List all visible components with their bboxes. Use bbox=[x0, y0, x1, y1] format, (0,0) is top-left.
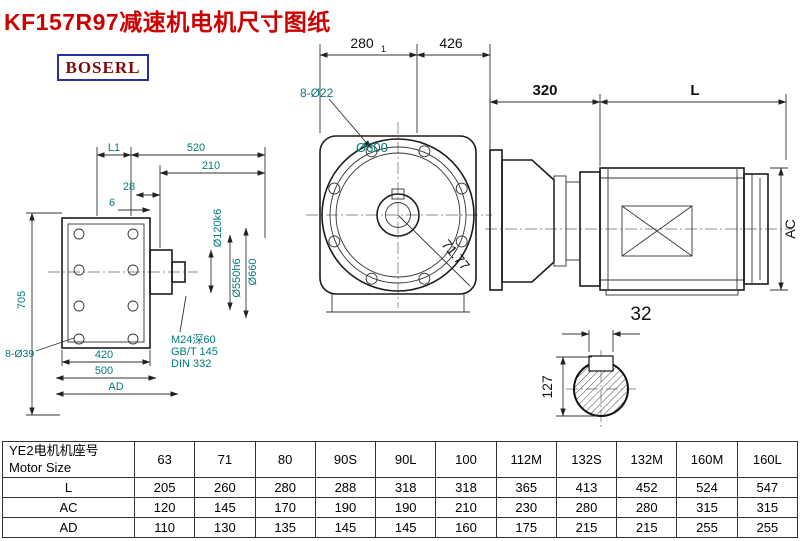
dim-705: 705 bbox=[16, 291, 28, 309]
dim-520: 520 bbox=[187, 142, 205, 154]
front-view bbox=[48, 217, 198, 349]
page-title: KF157R97减速机电机尺寸图纸 bbox=[4, 9, 331, 35]
table-cell: 145 bbox=[194, 497, 256, 518]
table-cell: 315 bbox=[736, 497, 799, 518]
table-cell: 160 bbox=[435, 517, 497, 538]
motor-size-header-en: Motor Size bbox=[9, 459, 72, 475]
side-view bbox=[485, 149, 792, 296]
dim-L: L bbox=[690, 82, 699, 99]
flange-bolt-holes bbox=[328, 145, 468, 285]
column-header: 80 bbox=[254, 441, 316, 478]
dim-shaft-dia: Ø120k6 bbox=[212, 209, 224, 248]
table-cell: 215 bbox=[555, 517, 618, 538]
dim-280: 280 bbox=[350, 35, 374, 51]
table-cell: 145 bbox=[314, 517, 377, 538]
table-cell: 280 bbox=[254, 477, 316, 498]
table-cell: 205 bbox=[133, 477, 196, 498]
motor-size-header-cn: YE2电机机座号 bbox=[9, 443, 99, 459]
dim-L1: L1 bbox=[108, 142, 120, 154]
dim-426: 426 bbox=[439, 35, 463, 51]
dim-diagonal: 71.77 bbox=[438, 236, 473, 273]
brand-logo: BOSERL bbox=[57, 54, 149, 81]
table-cell: 145 bbox=[375, 517, 437, 538]
dim-6: 6 bbox=[109, 197, 115, 209]
note-tap: M24深60 bbox=[171, 333, 216, 346]
dim-280-tolerance: 1 bbox=[381, 44, 386, 54]
table-cell: 170 bbox=[254, 497, 316, 518]
table-cell: 130 bbox=[194, 517, 256, 538]
dim-d600: Ø600 bbox=[356, 140, 388, 155]
side-view-dimensions: 320 L AC bbox=[489, 82, 798, 291]
column-header: 132M bbox=[616, 441, 678, 478]
row-label: AC bbox=[2, 497, 135, 518]
dim-AC: AC bbox=[782, 219, 798, 238]
table-cell: 318 bbox=[375, 477, 437, 498]
column-header: 63 bbox=[133, 441, 196, 478]
table-cell: 524 bbox=[676, 477, 738, 498]
dim-AD: AD bbox=[108, 381, 123, 393]
dim-500: 500 bbox=[95, 365, 113, 377]
dim-210: 210 bbox=[202, 160, 220, 172]
dim-spigot-dia: Ø550h6 bbox=[231, 258, 243, 297]
table-cell: 175 bbox=[495, 517, 557, 538]
table-cell: 365 bbox=[495, 477, 557, 498]
table-cell: 255 bbox=[736, 517, 799, 538]
table-cell: 280 bbox=[616, 497, 678, 518]
technical-drawing: L1 520 210 28 6 705 8-Ø39 420 500 AD Ø12… bbox=[5, 35, 798, 428]
face-view-dimensions: 280 1 426 8-Ø22 Ø600 71.77 bbox=[300, 35, 491, 274]
table-cell: 288 bbox=[314, 477, 377, 498]
dim-32: 32 bbox=[630, 304, 651, 325]
column-header: 90L bbox=[375, 441, 437, 478]
dim-320: 320 bbox=[532, 82, 557, 99]
keyway bbox=[588, 355, 614, 372]
table-cell: 255 bbox=[676, 517, 738, 538]
table-cell: 280 bbox=[555, 497, 618, 518]
dim-28: 28 bbox=[123, 181, 135, 193]
table-cell: 452 bbox=[616, 477, 678, 498]
table-cell: 260 bbox=[194, 477, 256, 498]
dim-8-d22: 8-Ø22 bbox=[300, 86, 334, 100]
motor-size-header: YE2电机机座号 Motor Size bbox=[2, 441, 135, 478]
front-view-dimensions: L1 520 210 28 6 705 8-Ø39 420 500 AD Ø12… bbox=[5, 142, 266, 416]
dim-420: 420 bbox=[95, 349, 113, 361]
shaft-detail: 32 127 bbox=[539, 304, 652, 428]
row-label: L bbox=[2, 477, 135, 498]
column-header: 112M bbox=[495, 441, 557, 478]
row-label: AD bbox=[2, 517, 135, 538]
table-cell: 110 bbox=[133, 517, 196, 538]
dim-flange-dia: Ø660 bbox=[247, 259, 259, 286]
table-cell: 135 bbox=[254, 517, 316, 538]
table-cell: 190 bbox=[314, 497, 377, 518]
face-view bbox=[306, 122, 492, 313]
table-cell: 120 bbox=[133, 497, 196, 518]
column-header: 90S bbox=[314, 441, 377, 478]
dim-127: 127 bbox=[539, 375, 555, 399]
table-cell: 413 bbox=[555, 477, 618, 498]
column-header: 132S bbox=[555, 441, 618, 478]
table-cell: 318 bbox=[435, 477, 497, 498]
column-header: 71 bbox=[194, 441, 256, 478]
mounting-holes bbox=[73, 228, 139, 345]
table-cell: 547 bbox=[736, 477, 799, 498]
table-cell: 215 bbox=[616, 517, 678, 538]
table-cell: 190 bbox=[375, 497, 437, 518]
dim-8-d39: 8-Ø39 bbox=[5, 348, 34, 360]
table-cell: 315 bbox=[676, 497, 738, 518]
note-gb-standard: GB/T 145 bbox=[171, 346, 218, 358]
column-header: 160L bbox=[736, 441, 799, 478]
note-din-standard: DIN 332 bbox=[171, 358, 211, 370]
table-cell: 210 bbox=[435, 497, 497, 518]
column-header: 160M bbox=[676, 441, 738, 478]
column-header: 100 bbox=[435, 441, 497, 478]
table-cell: 230 bbox=[495, 497, 557, 518]
